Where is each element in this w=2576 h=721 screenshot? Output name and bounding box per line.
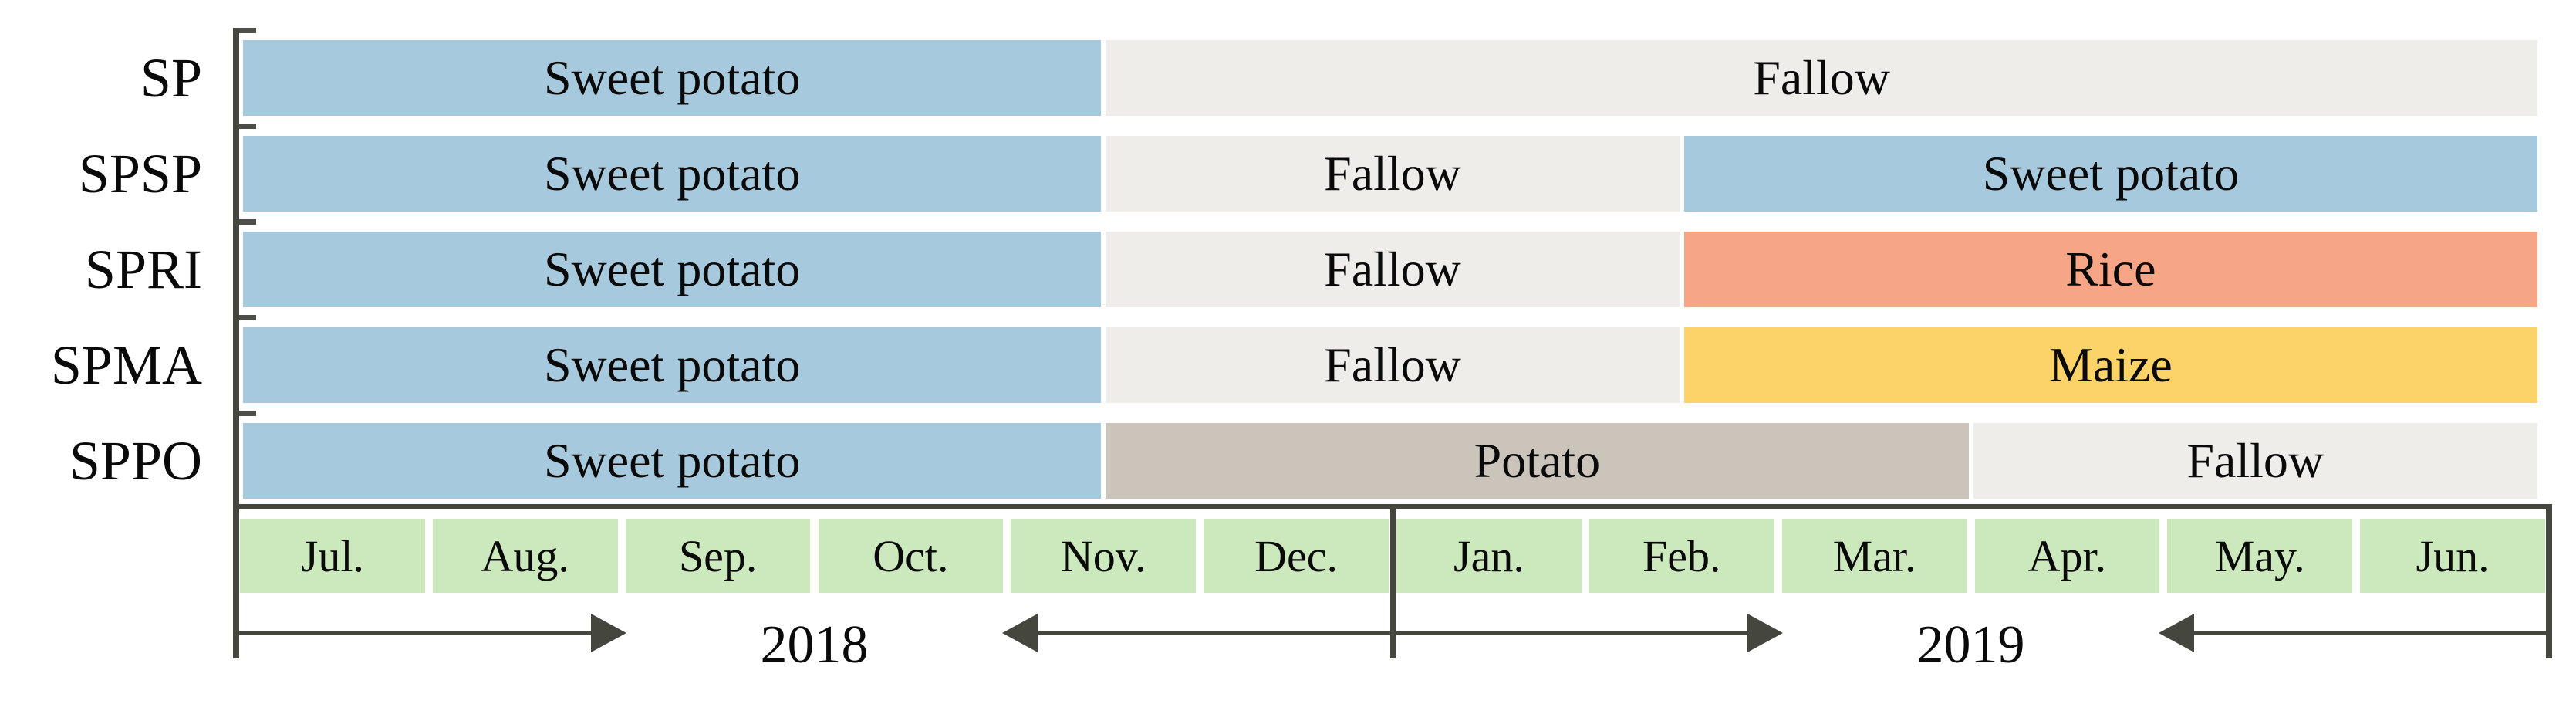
month-cell-jun: Jun. (2360, 519, 2545, 593)
arrowhead-right-icon (1747, 614, 1783, 652)
month-cell-sep: Sep. (625, 519, 811, 593)
bar-segment-sweet_potato: Sweet potato (243, 327, 1102, 403)
month-cell-mar: Mar. (1781, 519, 1967, 593)
bar-segment-rice: Rice (1683, 232, 2537, 307)
axis-tick-mark (233, 219, 256, 225)
row-label-spma: SPMA (50, 333, 202, 396)
bar-segment-sweet_potato: Sweet potato (1683, 136, 2537, 212)
row-label-sppo: SPPO (69, 429, 202, 492)
y-axis-line (233, 29, 239, 658)
bar-segment-sweet_potato: Sweet potato (243, 423, 1102, 499)
year-arrow-line-left (1393, 631, 1747, 635)
bar-segment-fallow: Fallow (1106, 327, 1680, 403)
bar-segment-sweet_potato: Sweet potato (243, 232, 1102, 307)
axis-tick-mark (233, 411, 256, 416)
year-label-2018: 2018 (760, 615, 869, 675)
bar-segment-potato: Potato (1106, 423, 1969, 499)
dec-jan-divider-line (1390, 504, 1396, 658)
month-cell-nov: Nov. (1011, 519, 1197, 593)
bar-segment-fallow: Fallow (1973, 423, 2537, 499)
bar-segment-fallow: Fallow (1106, 232, 1680, 307)
arrowhead-right-icon (591, 614, 626, 652)
arrowhead-left-icon (1002, 614, 1038, 652)
row-label-spri: SPRI (84, 238, 202, 300)
bar-segment-fallow: Fallow (1106, 40, 2537, 116)
month-cell-dec: Dec. (1204, 519, 1389, 593)
year-arrow-line-right (2194, 631, 2549, 635)
month-cell-aug: Aug. (432, 519, 618, 593)
axis-tick-mark (233, 28, 256, 33)
row-label-sp: SP (140, 46, 202, 109)
bar-segment-sweet_potato: Sweet potato (243, 40, 1102, 116)
year-label-2019: 2019 (1916, 615, 2025, 675)
month-cell-may: May. (2167, 519, 2353, 593)
month-cell-apr: Apr. (1974, 519, 2160, 593)
right-border-line (2546, 504, 2552, 658)
row-label-spsp: SPSP (78, 142, 202, 205)
axis-tick-mark (233, 315, 256, 320)
month-cell-jul: Jul. (240, 519, 425, 593)
bar-segment-maize: Maize (1683, 327, 2537, 403)
year-arrow-line-left (236, 631, 591, 635)
arrowhead-left-icon (2159, 614, 2194, 652)
year-arrow-line-right (1038, 631, 1393, 635)
month-cell-jan: Jan. (1396, 519, 1582, 593)
bar-segment-sweet_potato: Sweet potato (243, 136, 1102, 212)
axis-tick-mark (233, 124, 256, 129)
month-cell-feb: Feb. (1588, 519, 1774, 593)
bar-segment-fallow: Fallow (1106, 136, 1680, 212)
month-cell-oct: Oct. (818, 519, 1004, 593)
